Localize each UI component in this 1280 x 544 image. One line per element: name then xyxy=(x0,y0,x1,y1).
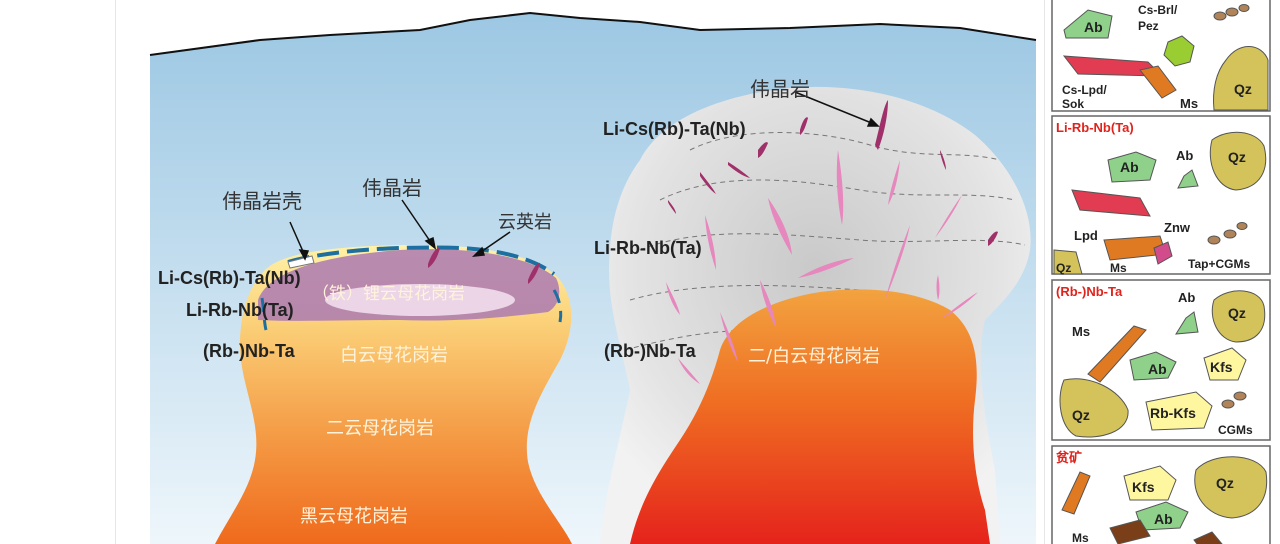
panel-4-mineral-3: Ms xyxy=(1072,531,1089,544)
panel-1-ab-crystal xyxy=(1063,9,1113,39)
li-mica-glow xyxy=(325,284,515,316)
greisen-shell-lower-right xyxy=(552,289,563,323)
panel-3-mineral-5: Qz xyxy=(1072,407,1090,423)
label-left-zone-lirbnbta: Li-Rb-Nb(Ta) xyxy=(186,300,294,320)
label-left-pegmatite: 伟晶岩 xyxy=(362,176,422,200)
label-two-mica-granite: 二云母花岗岩 xyxy=(326,418,434,439)
panel-3-mineral-2: Ms xyxy=(1072,324,1090,339)
panel-1-mineral-1: Cs-Brl/ xyxy=(1138,3,1178,17)
panel-3-cgms-grains xyxy=(1221,391,1247,409)
panel-1-mineral-5: Ms xyxy=(1180,96,1198,111)
greisen-shell xyxy=(287,245,556,276)
label-biotite-granite: 黑云母花岗岩 xyxy=(300,506,408,527)
panel-2-lpd-crystal xyxy=(1071,189,1151,217)
label-left-zone-licsrbtanb: Li-Cs(Rb)-Ta(Nb) xyxy=(158,268,301,288)
panel-2-qz-crystal-2 xyxy=(1053,249,1083,275)
panel-4-title: 贫矿 xyxy=(1056,450,1082,465)
panel-2-znw-crystal xyxy=(1153,241,1173,265)
panel-2-ab-crystal-1 xyxy=(1107,151,1157,183)
label-pegmatite-shell: 伟晶岩壳 xyxy=(222,189,302,213)
panel-2-mineral-6: Tap+CGMs xyxy=(1188,257,1250,271)
panel-4-mineral-0: Kfs xyxy=(1132,479,1155,495)
panel-3-mineral-3: Ab xyxy=(1148,361,1167,377)
panel-2-ab-crystal-2 xyxy=(1177,169,1199,189)
panel-4-dark-crystal-1 xyxy=(1109,519,1151,544)
greisen-shell-lower-left xyxy=(260,297,268,331)
pegmatite-dykes xyxy=(666,100,998,384)
panel-2-mineral-0: Ab xyxy=(1120,159,1139,175)
panel-1-mineral-6: Qz xyxy=(1234,81,1252,97)
panel-3-title: (Rb-)Nb-Ta xyxy=(1056,284,1123,299)
panel-1-mineral-0: Ab xyxy=(1084,19,1103,35)
panel-2-mineral-2: Qz xyxy=(1228,149,1246,165)
label-greisen: 云英岩 xyxy=(498,212,552,233)
panel-2-mineral-5: Ms xyxy=(1110,261,1127,275)
panel-3-mineral-6: Rb-Kfs xyxy=(1150,405,1196,421)
panel-1-ms-crystal xyxy=(1139,65,1177,99)
panel-1-qz-crystal xyxy=(1213,46,1269,111)
label-li-mica-granite: （铁）锂云母花岗岩 xyxy=(312,284,465,304)
panel-2-qz-crystal-1 xyxy=(1209,131,1267,191)
panel-3-rbkfs-crystal xyxy=(1145,391,1213,431)
panel-2-tap-grains xyxy=(1207,222,1248,245)
panel-1-mineral-2: Pez xyxy=(1138,19,1159,33)
panel-4-kfs-crystal xyxy=(1123,465,1177,501)
frame-left-border xyxy=(115,0,116,544)
panel-1-mineral-4: Sok xyxy=(1062,97,1084,111)
panel-2-mineral-1: Ab xyxy=(1176,148,1193,163)
panel-1-pez-crystal xyxy=(1163,35,1195,67)
left-pegmatite-lens-2 xyxy=(528,262,540,284)
label-right-granite: 二/白云母花岗岩 xyxy=(748,346,880,367)
panel-1-mineral-3: Cs-Lpd/ xyxy=(1062,83,1107,97)
panel-2-title: Li-Rb-Nb(Ta) xyxy=(1056,120,1134,135)
panel-4-mineral-1: Qz xyxy=(1216,475,1234,491)
leader-lines xyxy=(289,91,880,261)
panel-1-tap-grains xyxy=(1213,4,1250,21)
ground-surface-line xyxy=(149,11,1037,56)
panel-4-dark-crystal-2 xyxy=(1193,531,1223,544)
label-right-zone-licsrbtanb: Li-Cs(Rb)-Ta(Nb) xyxy=(603,119,746,139)
panel-3-qz-crystal-2 xyxy=(1059,378,1129,438)
panel-4-mineral-2: Ab xyxy=(1154,511,1173,527)
label-left-zone-rbnbta: (Rb-)Nb-Ta xyxy=(203,341,296,361)
panel-3-mineral-0: Ab xyxy=(1178,290,1195,305)
panel-3-mineral-7: CGMs xyxy=(1218,423,1253,437)
right-granite-body xyxy=(630,289,990,544)
panel-3-ab-crystal-2 xyxy=(1129,351,1177,381)
panel-2-mineral-7: Qz xyxy=(1056,261,1071,275)
label-muscovite-granite: 白云母花岗岩 xyxy=(340,345,448,366)
panel-2-mineral-3: Lpd xyxy=(1074,228,1098,243)
panel-3-ms-crystal xyxy=(1087,325,1147,383)
mineral-panels: Ab Cs-Brl/ Pez Cs-Lpd/ Sok Ms Qz Li-Rb-N… xyxy=(1051,0,1271,544)
label-right-zone-lirbnbta: Li-Rb-Nb(Ta) xyxy=(594,238,702,258)
label-right-pegmatite: 伟晶岩 xyxy=(750,77,810,101)
label-right-zone-rbnbta: (Rb-)Nb-Ta xyxy=(604,341,697,361)
panel-3-mineral-4: Kfs xyxy=(1210,359,1233,375)
panel-3-kfs-crystal xyxy=(1203,347,1247,381)
structure-lines xyxy=(624,132,1026,351)
panel-4-ms-crystal xyxy=(1061,471,1091,515)
panel-3-ab-crystal-1 xyxy=(1175,311,1199,335)
left-pegmatite-lens-1 xyxy=(428,247,440,268)
frame-right-border xyxy=(1044,0,1045,544)
panel-3-qz-crystal-1 xyxy=(1211,290,1266,343)
panel-2-mineral-4: Znw xyxy=(1164,220,1191,235)
panel-3-mineral-1: Qz xyxy=(1228,305,1246,321)
panel-4-qz-crystal xyxy=(1194,456,1268,519)
